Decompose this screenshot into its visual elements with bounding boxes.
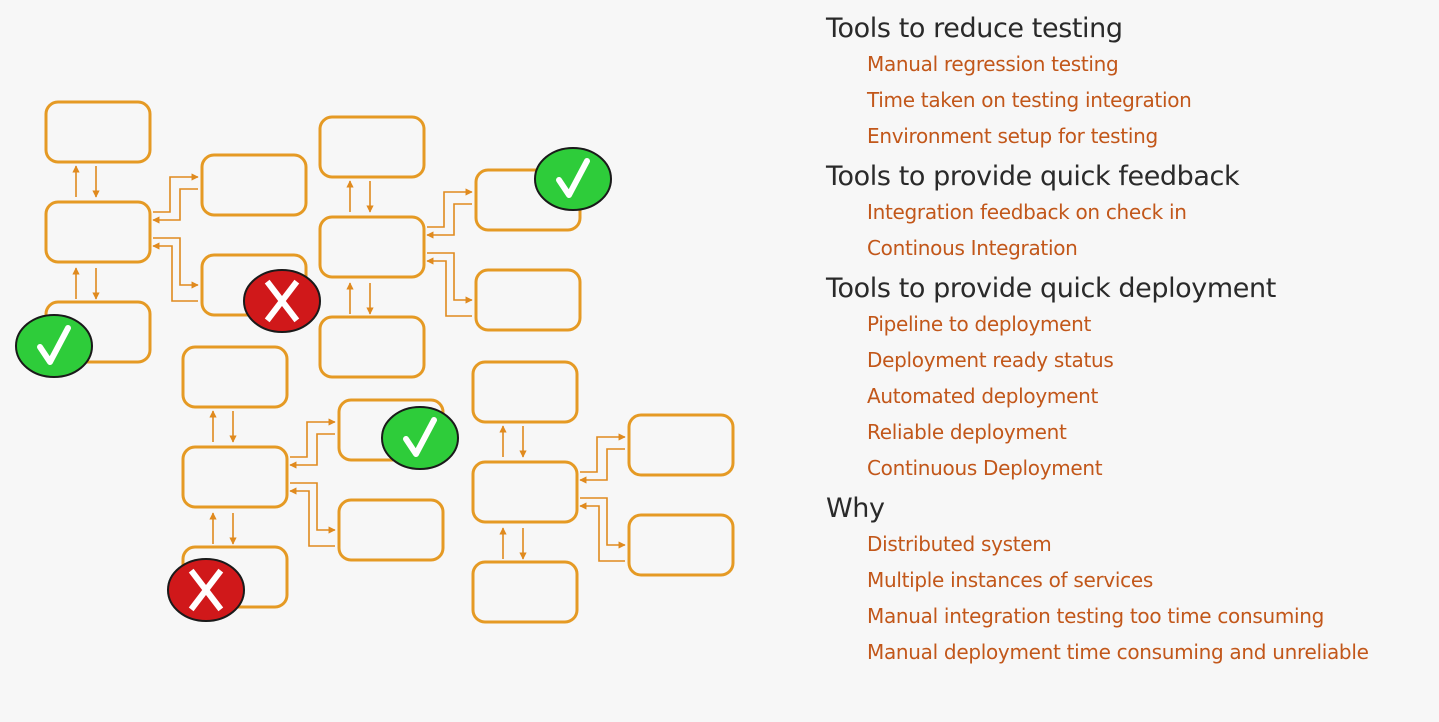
list-item: Deployment ready status <box>867 348 1114 372</box>
service-box <box>471 460 579 524</box>
service-box <box>44 100 152 164</box>
section-items: Manual regression testing Time taken on … <box>826 46 1436 154</box>
arrow <box>579 448 625 484</box>
text-panel: Tools to reduce testing Manual regressio… <box>826 12 1436 670</box>
service-diagram <box>15 100 735 624</box>
list-item: Environment setup for testing <box>867 124 1158 148</box>
service-boxes <box>44 100 735 624</box>
arrow <box>152 242 198 302</box>
cross-icon <box>243 269 321 333</box>
arrow <box>427 252 473 304</box>
arrow <box>426 257 472 317</box>
cross-icon <box>167 558 245 622</box>
arrow <box>427 188 473 228</box>
list-item: Automated deployment <box>867 384 1099 408</box>
service-box <box>627 413 735 477</box>
service-box <box>471 560 579 624</box>
section-quick-feedback: Tools to provide quick feedback Integrat… <box>826 160 1436 266</box>
arrow <box>289 487 335 547</box>
list-item: Continuous Deployment <box>867 456 1103 480</box>
section-heading: Why <box>826 493 885 524</box>
section-items: Pipeline to deployment Deployment ready … <box>826 306 1436 486</box>
arrow <box>289 433 335 469</box>
service-box <box>337 498 445 562</box>
section-items: Integration feedback on check in Contino… <box>826 194 1436 266</box>
arrow <box>153 237 199 289</box>
arrow <box>290 482 336 534</box>
section-items: Distributed system Multiple instances of… <box>826 526 1436 670</box>
list-item: Reliable deployment <box>867 420 1067 444</box>
service-box <box>318 315 426 379</box>
section-why: Why Distributed system Multiple instance… <box>826 492 1436 670</box>
list-item: Continous Integration <box>867 236 1078 260</box>
service-box <box>318 115 426 179</box>
list-item: Manual deployment time consuming and unr… <box>867 640 1369 664</box>
service-box <box>471 360 579 424</box>
service-box <box>181 445 289 509</box>
list-item: Manual regression testing <box>867 52 1119 76</box>
check-icon <box>534 147 612 211</box>
service-box <box>181 345 289 409</box>
service-box <box>627 513 735 577</box>
arrow <box>580 497 626 549</box>
arrow <box>580 433 626 473</box>
service-box <box>44 200 152 264</box>
check-icon <box>381 406 459 470</box>
list-item: Pipeline to deployment <box>867 312 1092 336</box>
list-item: Manual integration testing too time cons… <box>867 604 1325 628</box>
check-icon <box>15 314 93 378</box>
arrow <box>290 418 336 458</box>
arrow <box>152 188 198 224</box>
list-item: Integration feedback on check in <box>867 200 1187 224</box>
connection-arrows <box>72 165 626 562</box>
section-heading: Tools to provide quick deployment <box>826 273 1276 304</box>
arrow <box>153 173 199 213</box>
list-item: Time taken on testing integration <box>867 88 1192 112</box>
arrow <box>426 203 472 239</box>
arrow <box>579 502 625 562</box>
service-box <box>318 215 426 279</box>
service-box <box>200 153 308 217</box>
service-box <box>474 268 582 332</box>
section-heading: Tools to provide quick feedback <box>826 161 1240 192</box>
section-reduce-testing: Tools to reduce testing Manual regressio… <box>826 12 1436 154</box>
list-item: Distributed system <box>867 532 1052 556</box>
list-item: Multiple instances of services <box>867 568 1154 592</box>
status-icons <box>15 147 612 622</box>
section-quick-deployment: Tools to provide quick deployment Pipeli… <box>826 272 1436 486</box>
section-heading: Tools to reduce testing <box>826 13 1123 44</box>
